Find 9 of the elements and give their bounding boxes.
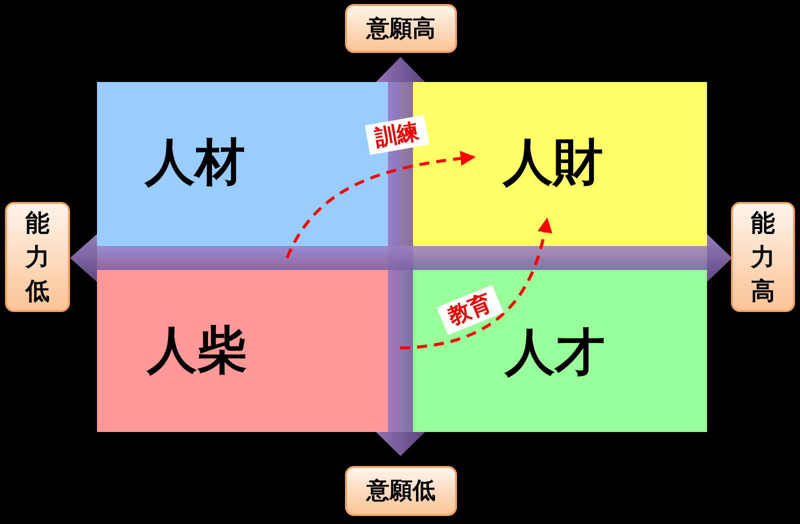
quadrant-label: 人才 (505, 327, 605, 377)
quadrant-label: 人材 (145, 137, 245, 187)
axis-label: 意願低 (345, 466, 457, 516)
quadrant-label: 人柴 (147, 325, 247, 375)
axis-label: 意願高 (345, 4, 457, 53)
axis-label: 能力低 (5, 202, 70, 312)
dashed-arrow (400, 217, 552, 350)
quadrant-label: 人財 (503, 137, 603, 187)
axis-label: 能力高 (731, 202, 795, 312)
